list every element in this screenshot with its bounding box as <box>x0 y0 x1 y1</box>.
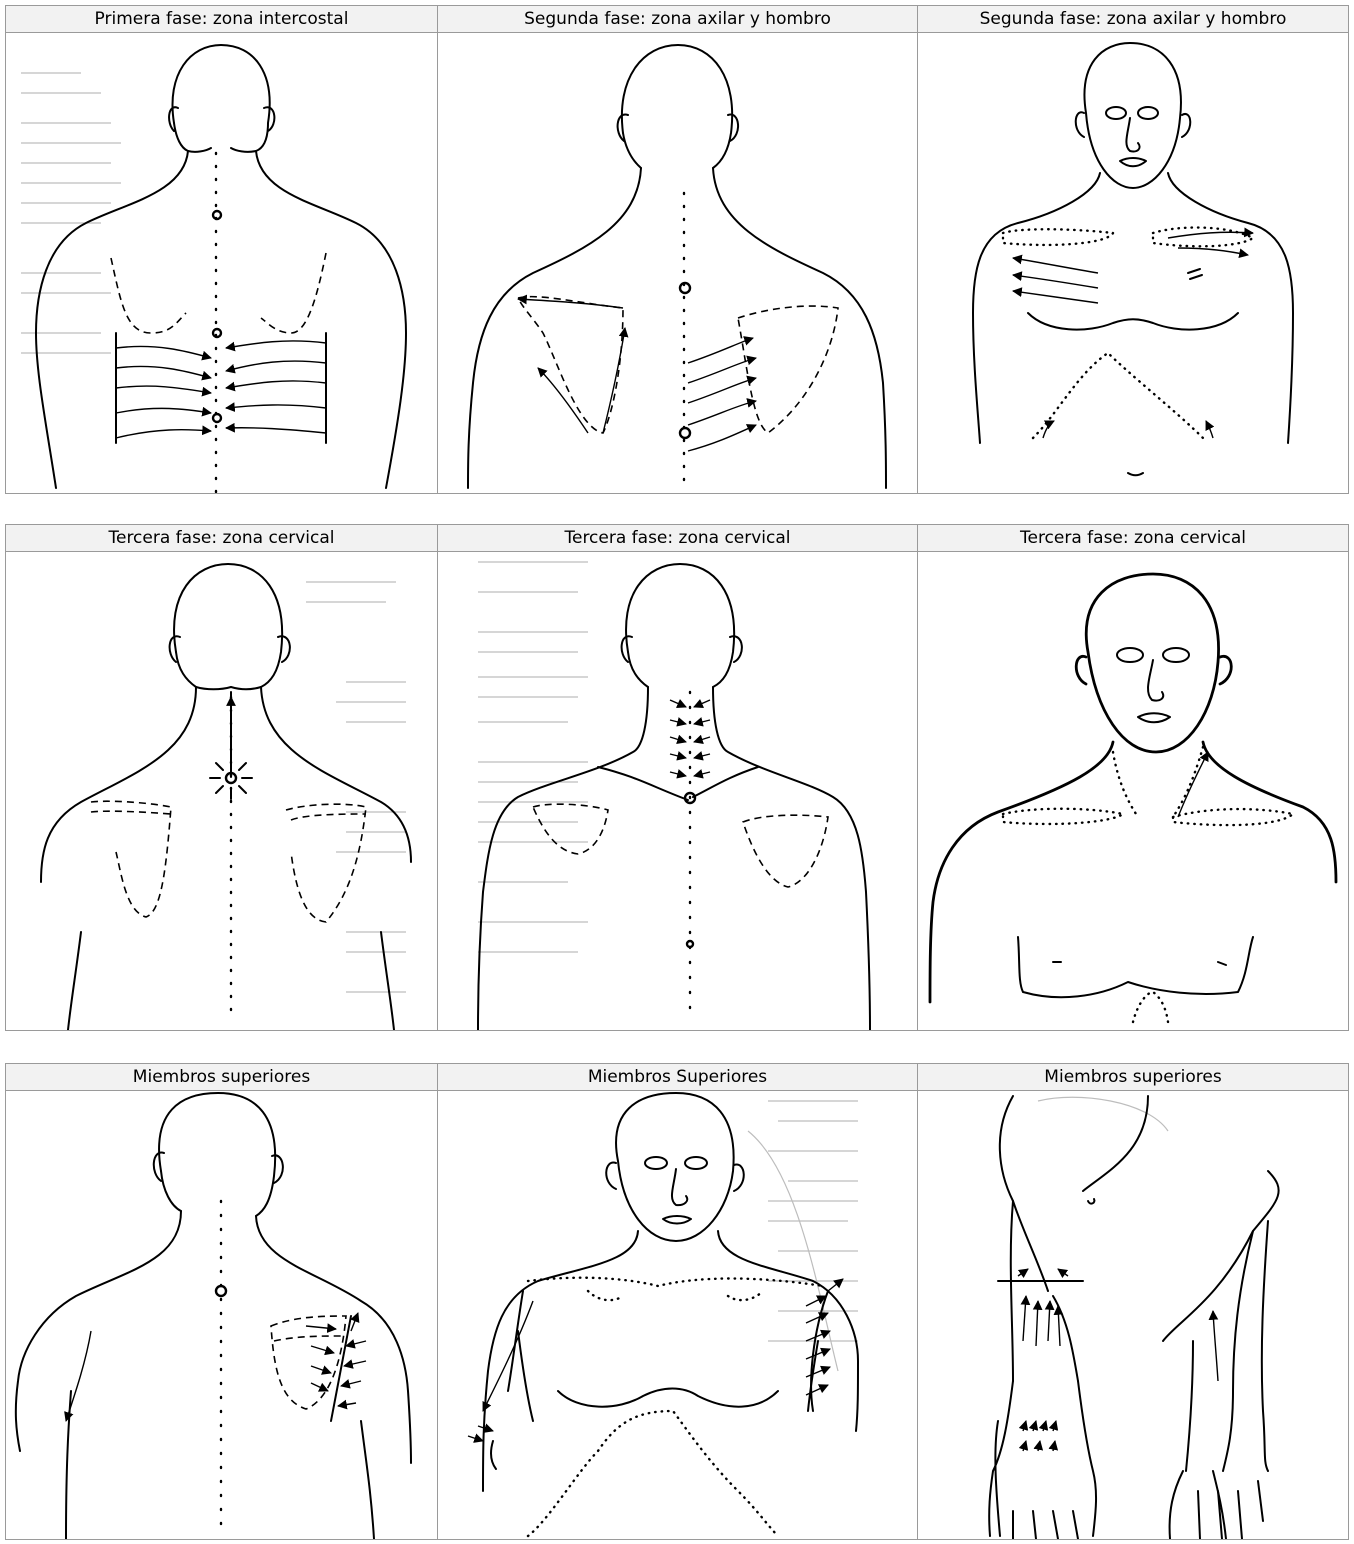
panel-7-title: Miembros superiores <box>6 1064 438 1091</box>
row-2-table: Tercera fase: zona cervical Tercera fase… <box>5 524 1349 1031</box>
front-cervical-drawing <box>918 552 1348 1030</box>
panel-9-illustration <box>918 1091 1349 1540</box>
panel-7-illustration <box>6 1091 438 1540</box>
row-1-table: Primera fase: zona intercostal Segunda f… <box>5 5 1349 494</box>
panel-1-title: Primera fase: zona intercostal <box>6 6 438 33</box>
panel-8-illustration <box>438 1091 918 1540</box>
panel-9-title: Miembros superiores <box>918 1064 1349 1091</box>
panel-2-illustration <box>438 33 918 494</box>
panel-4-illustration <box>6 552 438 1031</box>
row-3-table: Miembros superiores Miembros Superiores … <box>5 1063 1349 1540</box>
back-upper-limbs-drawing <box>6 1091 437 1539</box>
back-axillary-drawing <box>438 33 917 493</box>
panel-1-illustration <box>6 33 438 494</box>
panel-6-title: Tercera fase: zona cervical <box>918 525 1349 552</box>
panel-5-illustration <box>438 552 918 1031</box>
panel-4-title: Tercera fase: zona cervical <box>6 525 438 552</box>
front-upper-limbs-drawing <box>438 1091 917 1539</box>
back-cervical-drawing-2 <box>438 552 917 1030</box>
panel-3-title: Segunda fase: zona axilar y hombro <box>918 6 1349 33</box>
panel-2-title: Segunda fase: zona axilar y hombro <box>438 6 918 33</box>
panel-6-illustration <box>918 552 1349 1031</box>
panel-3-illustration <box>918 33 1349 494</box>
arms-drawing <box>918 1091 1348 1539</box>
panel-5-title: Tercera fase: zona cervical <box>438 525 918 552</box>
front-axillary-drawing <box>918 33 1348 493</box>
panel-8-title: Miembros Superiores <box>438 1064 918 1091</box>
back-intercostal-drawing <box>6 33 437 493</box>
back-cervical-drawing-1 <box>6 552 437 1030</box>
